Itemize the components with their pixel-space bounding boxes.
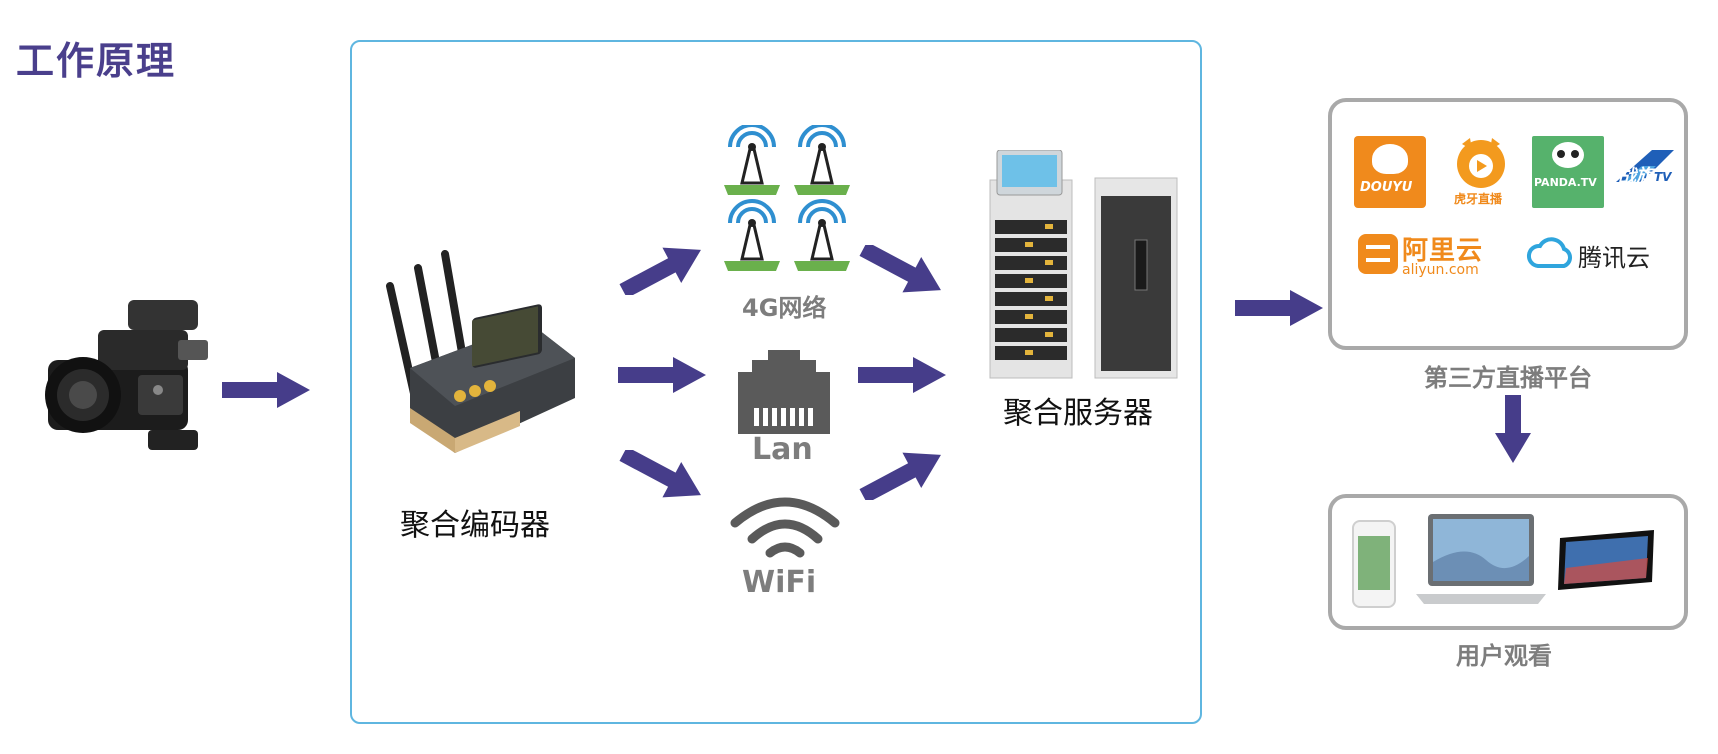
arrow-wifi-to-server [858, 450, 948, 504]
douyu-logo: DOUYU [1354, 136, 1426, 208]
arrow-server-to-platforms [1235, 288, 1325, 328]
panda-eye-right [1571, 150, 1579, 158]
arrow-platforms-to-viewers [1493, 395, 1533, 465]
aliyun-name: 阿里云 [1402, 236, 1484, 266]
aliyun-logo-mark-line1 [1366, 245, 1390, 249]
aliyun-url: aliyun.com [1402, 262, 1479, 278]
zhanqi-logo-tv: TV [1654, 170, 1672, 184]
encoder-label: 聚合编码器 [400, 508, 550, 543]
laptop-icon [1416, 512, 1546, 608]
ethernet-port-icon [738, 350, 830, 434]
viewers-devices-box [1328, 494, 1688, 630]
douyu-logo-mark [1372, 144, 1408, 174]
4g-network-label: 4G网络 [742, 294, 827, 322]
zhanqi-tv-logo: 战旗 TV [1612, 146, 1678, 196]
tencent-cloud-name: 腾讯云 [1578, 244, 1650, 272]
tablet-icon [1554, 528, 1658, 592]
zhanqi-logo-cn: 战旗 [1618, 166, 1654, 187]
huya-logo-text: 虎牙直播 [1454, 192, 1503, 206]
wifi-icon [730, 495, 840, 565]
server-rack-icon [985, 149, 1185, 380]
aliyun-logo: 阿里云 aliyun.com [1358, 230, 1498, 280]
arrow-encoder-to-lan [618, 355, 708, 395]
arrow-lan-to-server [858, 355, 948, 395]
wifi-label: WiFi [742, 565, 817, 600]
panda-tv-logo: PANDA.TV [1532, 136, 1604, 208]
phone-icon [1352, 520, 1396, 608]
server-label: 聚合服务器 [1003, 396, 1153, 431]
panda-eye-left [1557, 150, 1565, 158]
huya-logo: 虎牙直播 [1444, 136, 1518, 208]
panda-tv-logo-text: PANDA.TV [1534, 176, 1597, 189]
aggregation-system-frame [350, 40, 1202, 724]
douyu-logo-text: DOUYU [1360, 180, 1413, 195]
arrow-camera-to-encoder [222, 370, 312, 410]
arrow-4g-to-server [858, 241, 948, 299]
platforms-caption: 第三方直播平台 [1424, 364, 1592, 392]
page-title: 工作原理 [16, 39, 177, 83]
tencent-cloud-logo: 腾讯云 [1526, 232, 1666, 276]
lan-label: Lan [752, 432, 813, 467]
viewers-caption: 用户观看 [1456, 642, 1552, 670]
encoder-device-icon [380, 248, 580, 458]
phone-screen [1358, 536, 1390, 590]
aliyun-logo-mark-line2 [1366, 258, 1390, 262]
arrow-encoder-to-4g [618, 245, 708, 299]
aliyun-logo-mark [1358, 234, 1398, 274]
third-party-platforms-box: DOUYU 虎牙直播 PANDA.TV 战旗 TV 阿里云 [1328, 98, 1688, 350]
camcorder-icon [28, 290, 218, 460]
panda-face-icon [1552, 142, 1584, 168]
cell-tower-icons [720, 123, 860, 275]
arrow-encoder-to-wifi [618, 446, 708, 504]
